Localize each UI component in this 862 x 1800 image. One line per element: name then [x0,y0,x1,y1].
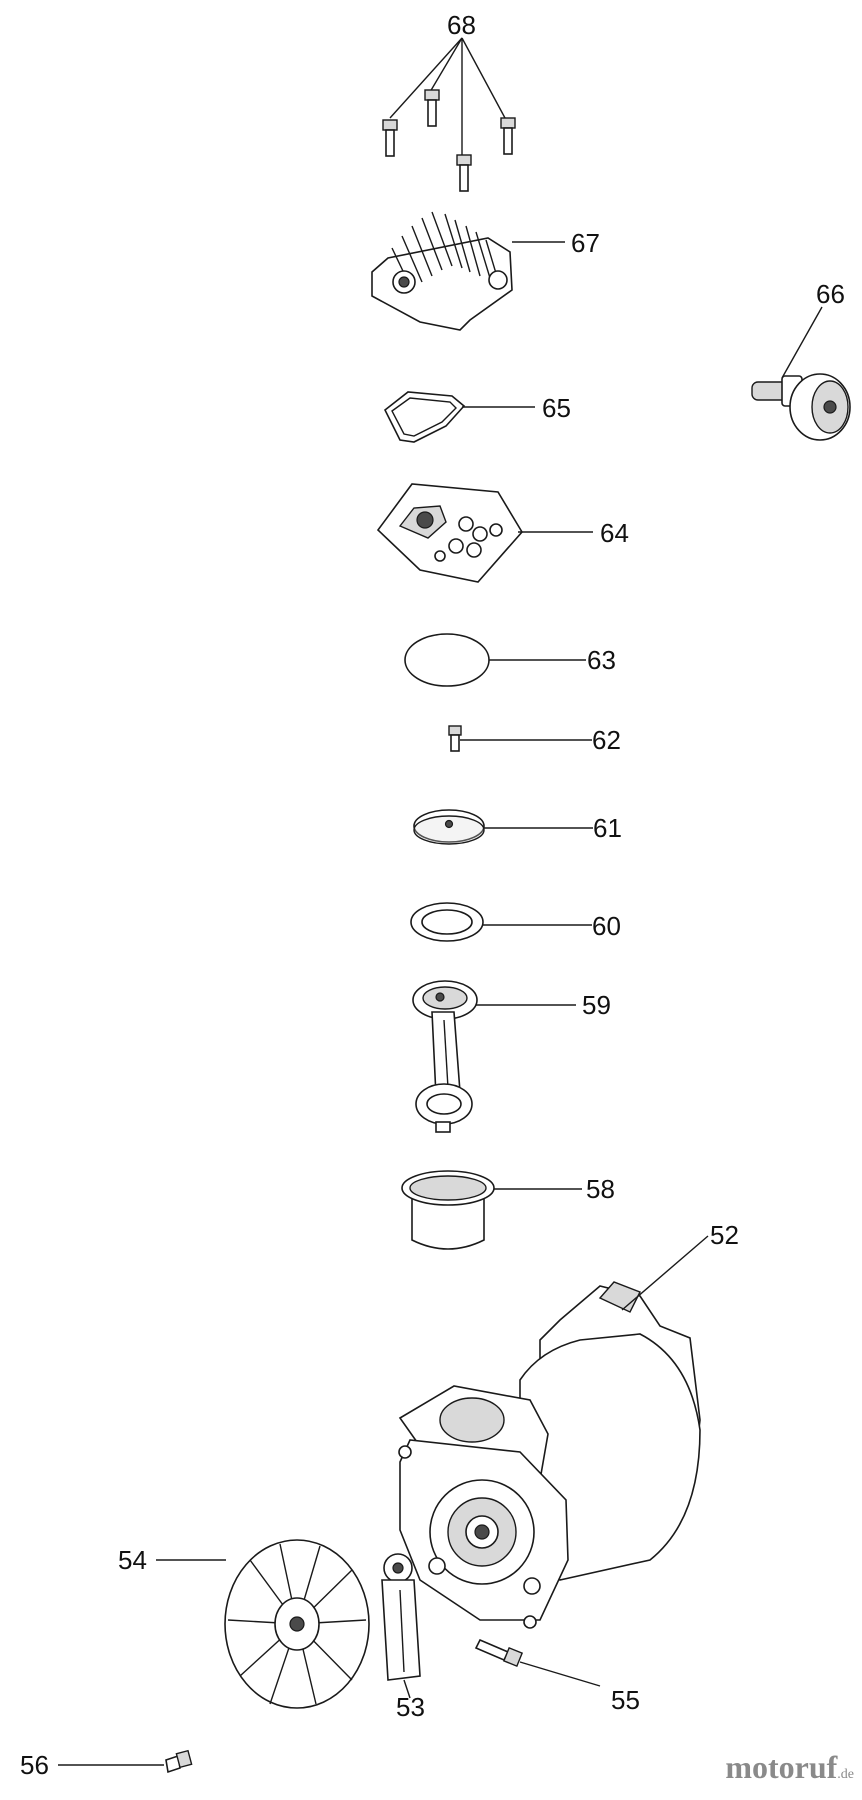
label-59: 59 [582,990,611,1020]
part-58-cylinder-sleeve [401,1170,582,1250]
part-64-valve-plate [376,483,593,583]
label-64: 64 [600,518,629,548]
label-66: 66 [816,279,845,309]
label-61: 61 [593,813,622,843]
label-65: 65 [542,393,571,423]
part-55-bolt [474,1638,601,1687]
label-54: 54 [118,1545,147,1575]
part-60-piston-cup [410,902,592,942]
part-56-screw [58,1749,193,1774]
label-68: 68 [447,10,476,40]
part-53-mounting-bracket [381,1553,421,1699]
label-52: 52 [710,1220,739,1250]
part-63-o-ring [404,633,586,687]
part-59-connecting-rod [412,980,576,1133]
label-58: 58 [586,1174,615,1204]
label-60: 60 [592,911,621,941]
part-52-motor-housing [398,1235,709,1629]
label-55: 55 [611,1685,640,1715]
part-62-screw [448,725,592,752]
part-67-cylinder-head [371,211,565,331]
part-54-cooling-fan [156,1539,370,1709]
label-63: 63 [587,645,616,675]
label-62: 62 [592,725,621,755]
part-68-bolts [382,37,516,192]
part-61-piston-disc [413,809,593,845]
part-65-head-gasket [383,391,535,443]
part-66-valve-assembly [751,306,851,441]
label-53: 53 [396,1692,425,1722]
watermark-logo: motoruf.de [725,1749,854,1785]
label-67: 67 [571,228,600,258]
label-56: 56 [20,1750,49,1780]
